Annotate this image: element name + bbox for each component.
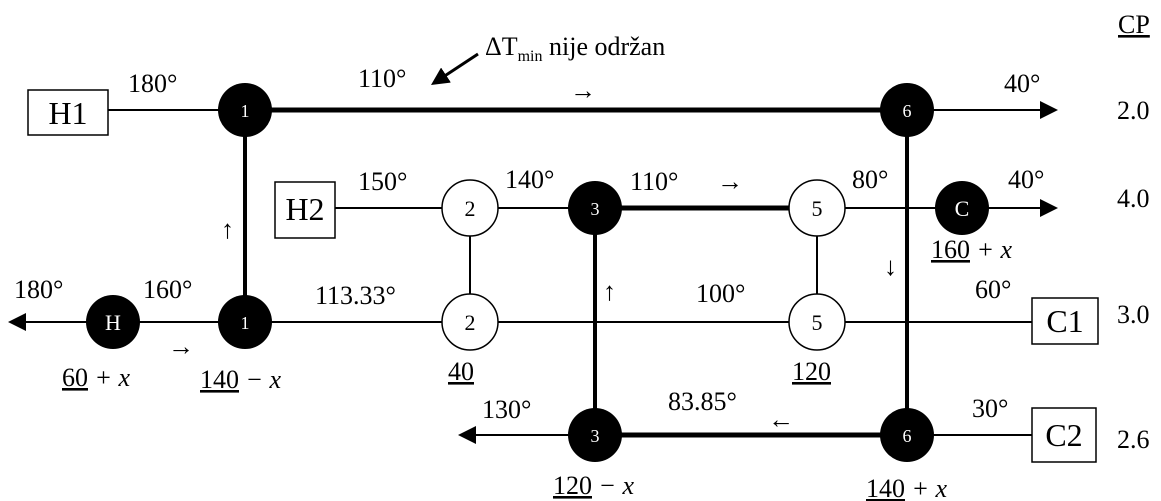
box-h2-label: H2 [285,191,324,227]
c1-t-out: 180° [14,275,63,304]
stream-h1-arrowhead [1040,101,1058,119]
h2-t-in: 150° [358,167,407,196]
stream-c2-arrowhead [458,426,476,444]
stream-c1-arrowhead [8,313,26,331]
node-5-bottom [788,293,846,351]
duty-ex6: 140 + x [866,474,948,501]
c1-t-after2: 113.33° [315,281,396,310]
node-3-bottom-label: 3 [591,426,600,446]
h2-t-after5: 80° [852,165,888,194]
h2-t-after3: 110° [630,167,678,196]
node-6-bottom-label: 6 [903,426,912,446]
arrow-up-ex1: ↑ [221,215,234,244]
node-2-bottom-label: 2 [465,310,476,335]
box-c1 [1031,297,1099,345]
node-3-top [568,181,622,235]
c1-t-after1: 160° [143,275,192,304]
h1-t-out: 40° [1004,69,1040,98]
box-c1-label: C1 [1046,303,1083,339]
cp-header: CP [1118,10,1150,39]
c1-t-in: 60° [975,275,1011,304]
c1-t-after5: 100° [696,279,745,308]
duty-ex1: 140 − x [200,365,282,394]
box-h2 [274,181,336,239]
c2-t-out: 130° [482,395,531,424]
annotation-pointer [430,52,479,85]
cp-h2: 4.0 [1117,184,1150,213]
node-5-top-label: 5 [812,196,823,221]
c2-t-in: 30° [972,394,1008,423]
stream-h2-arrowhead [1040,199,1058,217]
node-2-top [441,179,499,237]
node-3-top-label: 3 [591,199,600,219]
arrow-up-ex3: ↑ [603,277,616,306]
node-3-bottom [568,408,622,462]
box-h1 [27,89,109,136]
node-cooler [935,181,989,235]
node-1-top-label: 1 [241,101,250,121]
node-heater-label: H [105,310,121,335]
node-6-top-label: 6 [903,101,912,121]
h1-t-mid: 110° [358,64,406,93]
c2-t-after6: 83.85° [668,387,737,416]
duty-cooler: 160 + x [931,235,1013,264]
node-1-bottom [218,295,272,349]
h1-t-in: 180° [128,69,177,98]
node-5-bottom-label: 5 [812,310,823,335]
node-6-top [880,83,934,137]
duty-heater: 60 + x [62,363,131,392]
cp-c1: 3.0 [1117,300,1150,329]
node-1-bottom-label: 1 [241,313,250,333]
c2-arrow: ← [768,405,794,434]
h1-arrow: → [570,76,596,105]
h2-t-after2: 140° [505,165,554,194]
box-h1-label: H1 [48,95,87,131]
annotation-text: ΔTmin nije održan [485,32,665,65]
cp-c2: 2.6 [1117,425,1150,454]
duty-ex5: 120 [792,357,831,386]
duty-ex3: 120 − x [553,471,635,500]
duty-ex2: 40 [448,357,474,386]
h2-arrow: → [717,167,743,196]
box-c2 [1031,407,1097,463]
node-2-top-label: 2 [465,196,476,221]
box-c2-label: C2 [1045,417,1082,453]
node-heater [86,295,140,349]
cp-h1: 2.0 [1117,96,1150,125]
arrow-down-ex6: ↓ [884,252,897,281]
node-1-top [218,83,272,137]
node-2-bottom [441,293,499,351]
node-5-top [788,179,846,237]
c1-arrow: → [168,332,194,361]
node-6-bottom [880,408,934,462]
annotation-sub: min [518,48,543,65]
node-cooler-label: C [955,196,970,221]
h2-t-out: 40° [1008,165,1044,194]
